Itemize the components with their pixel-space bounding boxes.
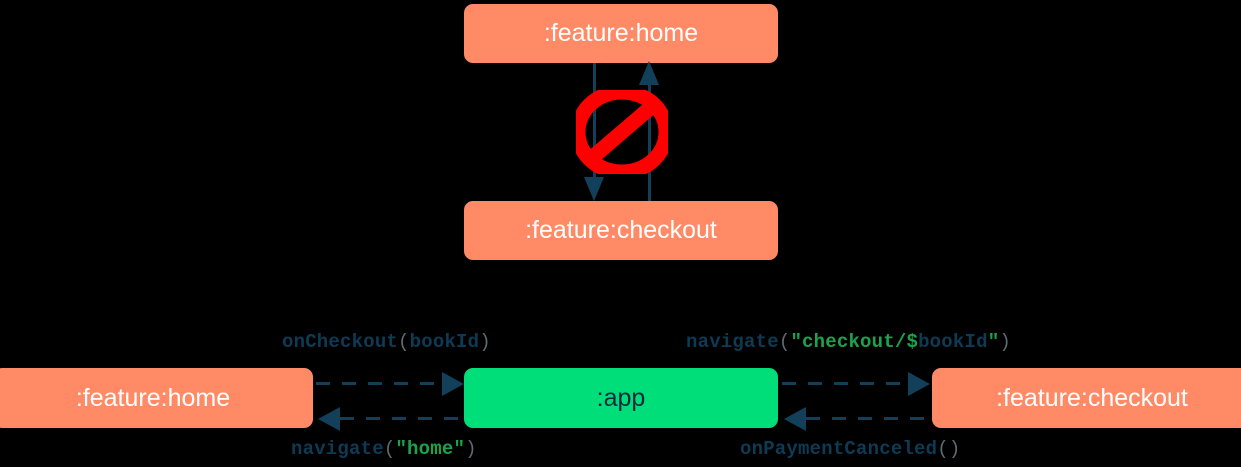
edge-checkout-to-app-line	[806, 417, 932, 420]
token-paren: (	[398, 331, 410, 353]
edge-home-to-app-arrowhead	[442, 372, 464, 396]
edge-label-app-to-home: navigate("home")	[291, 438, 477, 460]
edge-label-checkout-to-app: onPaymentCanceled()	[740, 438, 960, 460]
edge-home-to-checkout-arrowhead	[584, 177, 604, 201]
node-label: :app	[596, 383, 646, 412]
token-fn: navigate	[291, 438, 384, 460]
token-fn: navigate	[686, 331, 779, 353]
token-paren: ()	[937, 438, 961, 460]
node-feature-checkout-bottom[interactable]: :feature:checkout	[932, 368, 1241, 428]
edge-home-to-app-line	[316, 382, 442, 385]
node-feature-home-top[interactable]: :feature:home	[464, 4, 778, 63]
token-str: "home"	[395, 438, 466, 460]
node-label: :feature:checkout	[996, 383, 1188, 412]
node-label: :feature:checkout	[525, 216, 717, 244]
node-feature-checkout-top[interactable]: :feature:checkout	[464, 201, 778, 260]
edge-checkout-to-app-arrowhead	[784, 407, 806, 431]
token-str: "checkout/	[790, 331, 907, 353]
node-app[interactable]: :app	[464, 368, 778, 428]
node-feature-home-bottom[interactable]: :feature:home	[0, 368, 313, 428]
edge-app-to-home-line	[340, 417, 466, 420]
token-fn: onCheckout	[282, 331, 399, 353]
no-entry-icon	[576, 90, 668, 174]
token-paren: )	[999, 331, 1011, 353]
edge-home-to-checkout-line	[593, 63, 596, 183]
token-str: $	[906, 331, 919, 353]
token-var: bookId	[918, 331, 988, 353]
edge-label-home-to-app: onCheckout(bookId)	[282, 331, 491, 353]
token-paren: (	[383, 438, 396, 460]
token-var: bookId	[409, 331, 480, 353]
node-label: :feature:home	[543, 19, 699, 47]
token-paren: )	[465, 438, 477, 460]
node-label: :feature:home	[75, 383, 231, 412]
edge-checkout-to-home-line	[648, 81, 651, 201]
token-fn: onPaymentCanceled	[740, 438, 938, 460]
token-str: "	[987, 331, 1000, 353]
edge-app-to-home-arrowhead	[318, 407, 340, 431]
edge-app-to-checkout-arrowhead	[908, 372, 930, 396]
token-paren: )	[479, 331, 491, 353]
token-paren: (	[778, 331, 791, 353]
edge-label-app-to-checkout: navigate("checkout/$bookId")	[686, 331, 1011, 353]
edge-app-to-checkout-line	[782, 382, 908, 385]
edge-checkout-to-home-arrowhead	[639, 61, 659, 85]
